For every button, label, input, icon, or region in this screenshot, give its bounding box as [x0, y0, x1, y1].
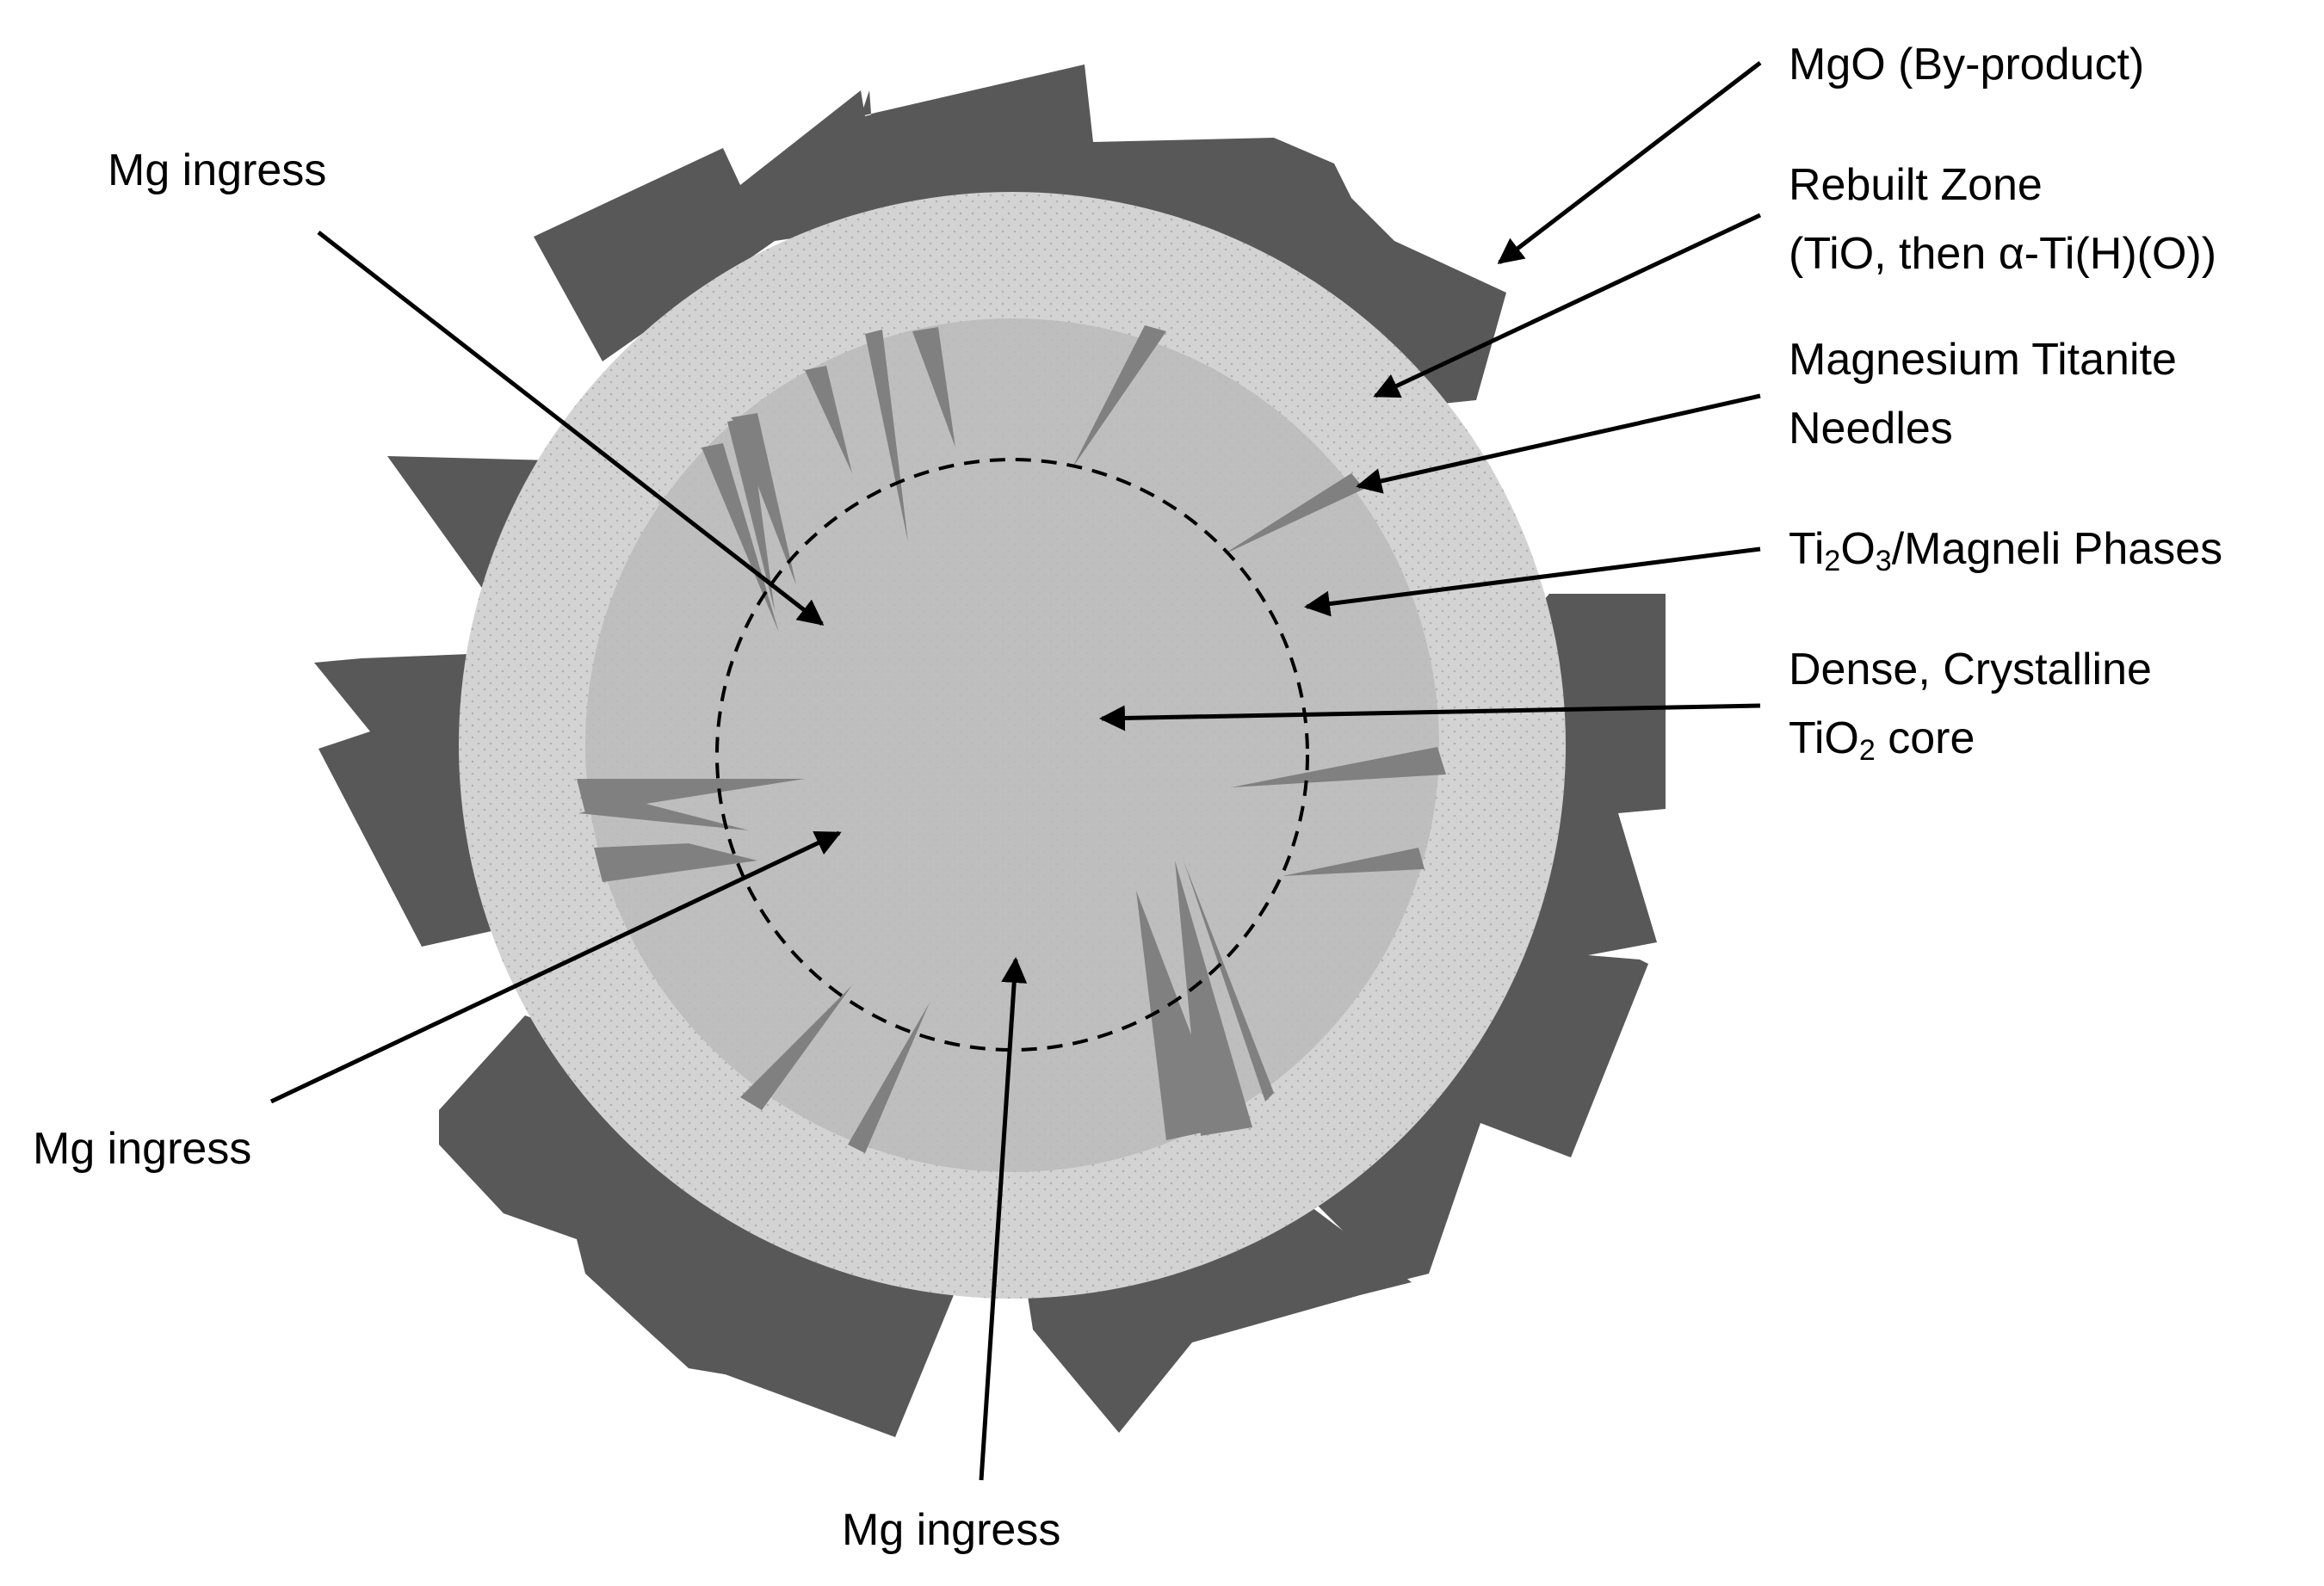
arrow-core	[1099, 703, 1761, 731]
label-mg-ingress-top-left: Mg ingress	[108, 145, 327, 195]
label-mg-ingress-bottom: Mg ingress	[842, 1505, 1061, 1555]
label-mgo: MgO (By-product)	[1789, 40, 2145, 89]
label-core-line2: TiO2 core	[1789, 713, 1975, 767]
label-rebuilt-zone-line2: (TiO, then α-Ti(H)(O))	[1789, 229, 2217, 279]
label-titanite-line2: Needles	[1789, 404, 1953, 454]
label-core-line1: Dense, Crystalline	[1789, 645, 2152, 694]
label-rebuilt-zone-line1: Rebuilt Zone	[1789, 160, 2043, 210]
arrow-mg-ingress-top-left	[317, 231, 825, 626]
titanite-needles	[577, 325, 1446, 1153]
arrow-mg-ingress-bottom	[979, 957, 1028, 1481]
arrow-titanite-needles	[1356, 393, 1761, 494]
label-magneli-phases: Ti2O3/Magneli Phases	[1789, 524, 2223, 577]
label-mg-ingress-bottom-left: Mg ingress	[33, 1124, 252, 1174]
arrow-rebuilt-zone	[1373, 213, 1762, 398]
annotation-arrows	[269, 61, 1762, 1481]
arrow-mgo	[1497, 61, 1762, 264]
core-boundary	[715, 458, 1309, 1052]
label-titanite-line1: Magnesium Titanite	[1789, 335, 2177, 385]
arrow-magneli	[1304, 546, 1761, 617]
arrow-mg-ingress-bottom-left	[269, 830, 842, 1104]
